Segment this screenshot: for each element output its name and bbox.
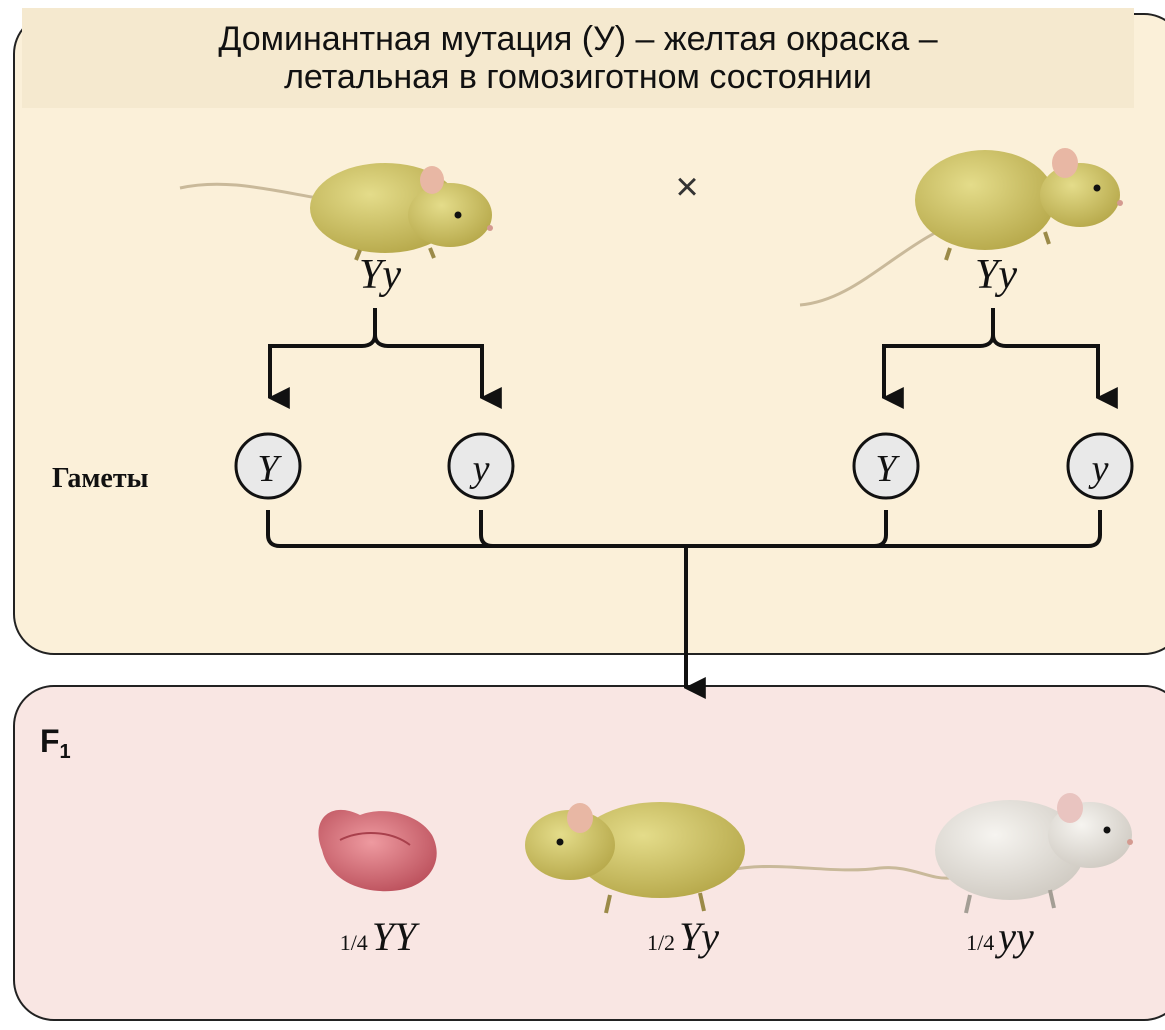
parent-genotype-left: Yy [359, 252, 401, 298]
gamete-circle-4: y [1068, 434, 1132, 498]
gamete-circle-1: Y [236, 434, 300, 498]
title-banner: Доминантная мутация (У) – желтая окраска… [22, 8, 1134, 108]
cross-symbol: × [675, 165, 698, 209]
gamete-allele-2: y [469, 448, 490, 490]
gamete-allele-4: y [1088, 448, 1109, 490]
gamete-circle-2: y [449, 434, 513, 498]
title-line-2: летальная в гомозиготном состоянии [284, 58, 872, 96]
gametes-label: Гаметы [52, 463, 149, 494]
title-line-1: Доминантная мутация (У) – желтая окраска… [218, 20, 937, 58]
gamete-circle-3: Y [854, 434, 918, 498]
parent-genotype-right: Yy [975, 252, 1017, 298]
